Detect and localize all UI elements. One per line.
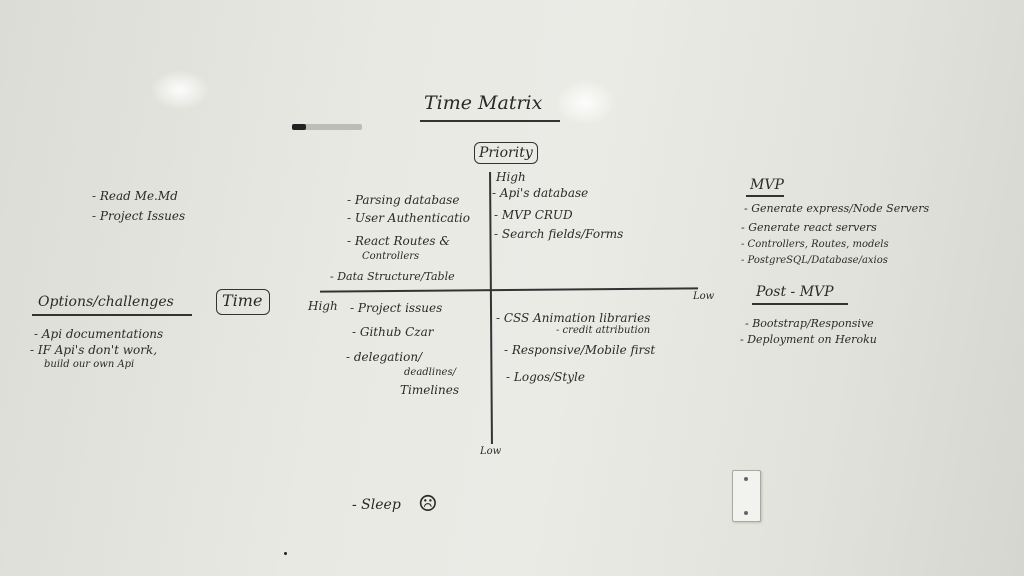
light-glare [150, 70, 210, 110]
quadrant-item: Controllers [362, 251, 420, 262]
priority-box [474, 142, 538, 164]
time-label: Time [222, 291, 263, 310]
list-item: - Deployment on Heroku [740, 333, 877, 346]
list-item: - Bootstrap/Responsive [745, 317, 874, 330]
list-item: - Api documentations [34, 327, 164, 341]
list-item: - Generate react servers [741, 221, 877, 234]
list-item: - IF Api's don't work, [30, 343, 158, 357]
quadrant-item: - Search fields/Forms [494, 227, 624, 241]
quadrant-item: - delegation/ [346, 350, 423, 364]
light-glare [555, 80, 615, 125]
quadrant-item: deadlines/ [404, 367, 456, 378]
mvp-heading: MVP [750, 177, 784, 193]
quadrant-item: - Logos/Style [506, 370, 585, 384]
list-item: build our own Api [44, 359, 135, 370]
quadrant-item: - Api's database [492, 186, 589, 200]
vertical-axis [489, 171, 493, 445]
vertical-axis-high: High [496, 170, 526, 184]
list-item: - Read Me.Md [92, 189, 178, 203]
quadrant-item: - React Routes & [347, 234, 451, 248]
ink-dot [284, 552, 287, 555]
screw [744, 511, 748, 515]
list-item: - Project Issues [92, 209, 186, 223]
screw [744, 477, 748, 481]
quadrant-item: - MVP CRUD [494, 208, 573, 222]
quadrant-item: Timelines [400, 383, 459, 397]
quadrant-item: - Responsive/Mobile first [504, 343, 656, 357]
list-item: - Generate express/Node Servers [744, 202, 930, 215]
options-heading: Options/challenges [38, 294, 174, 310]
title-underline [420, 120, 560, 122]
horizontal-axis [320, 287, 698, 293]
quadrant-item: - Parsing database [347, 193, 460, 207]
vertical-axis-low: Low [480, 446, 502, 457]
mvp-underline [746, 195, 784, 197]
quadrant-item: - CSS Animation libraries [496, 311, 651, 325]
options-underline [32, 314, 192, 316]
post-mvp-heading: Post - MVP [756, 284, 834, 300]
post-mvp-underline [752, 303, 848, 305]
light-switch-plate [732, 470, 761, 522]
quadrant-item: - Project issues [350, 301, 443, 315]
priority-label: Priority [479, 145, 533, 161]
sleep-note: - Sleep [352, 497, 401, 513]
horizontal-axis-low: Low [693, 291, 715, 302]
marker-on-ledge [292, 124, 362, 130]
time-box [216, 289, 270, 315]
list-item: - Controllers, Routes, models [741, 239, 889, 250]
quadrant-item: - User Authenticatio [347, 211, 470, 225]
quadrant-item: - credit attribution [556, 325, 651, 336]
matrix-title: Time Matrix [424, 92, 543, 114]
list-item: - PostgreSQL/Database/axios [741, 255, 888, 266]
horizontal-axis-high: High [308, 299, 338, 313]
quadrant-item: - Data Structure/Table [330, 270, 455, 283]
quadrant-item: - Github Czar [352, 325, 434, 339]
sad-face-icon: ☹ [418, 492, 438, 517]
